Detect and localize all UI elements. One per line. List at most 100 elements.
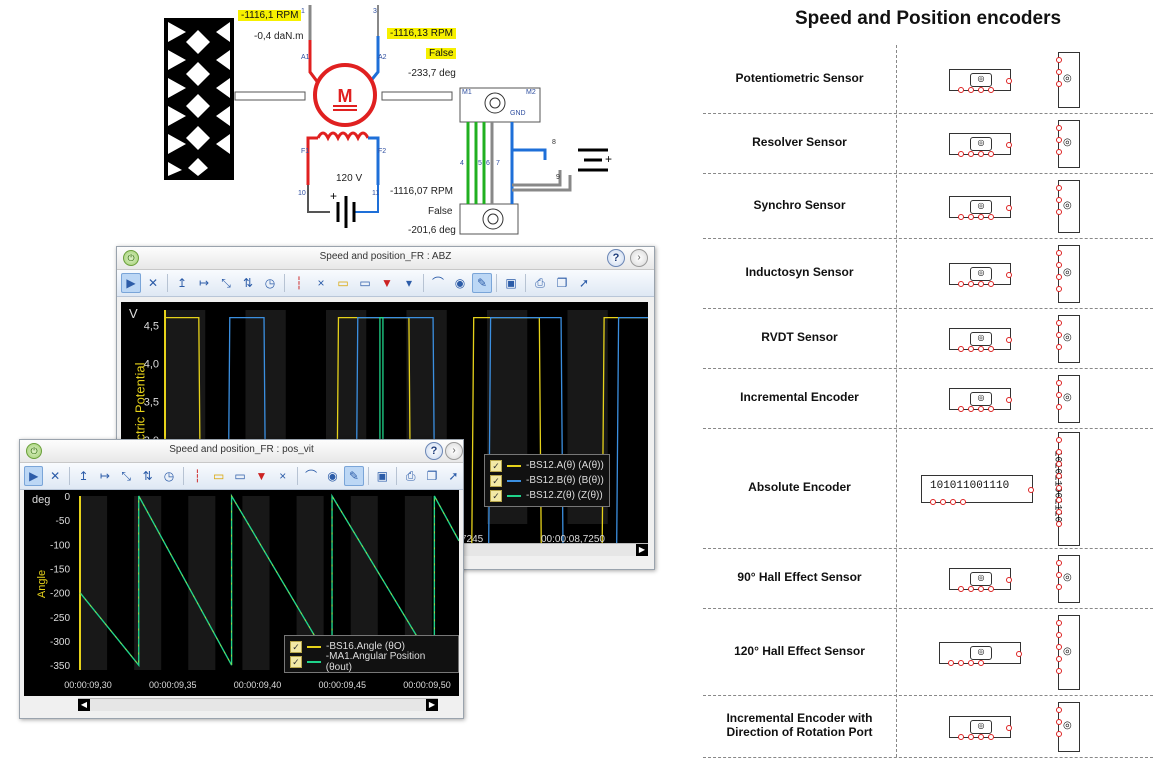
absolute-encoder-vertical-icon[interactable]: 101011001110 [1052, 432, 1080, 546]
port-pin[interactable] [1056, 437, 1062, 443]
cursor-cross-icon[interactable]: ✕ [147, 276, 159, 290]
horizontal-scrollbar[interactable]: ◀ ▶ [78, 698, 438, 711]
absolute-encoder-icon[interactable]: 101011001110 [921, 475, 1034, 505]
next-icon[interactable]: › [630, 249, 648, 267]
checkbox-icon[interactable]: ✓ [290, 640, 302, 653]
synchro-icon[interactable]: ◎ [949, 195, 1012, 220]
zoom-x-icon[interactable]: ↦ [99, 469, 110, 483]
port-pin[interactable] [1056, 404, 1062, 410]
trigger-down-icon[interactable]: ▼ [381, 276, 393, 290]
port-pin[interactable] [1056, 668, 1062, 674]
legend-entry[interactable]: ✓-BS16.Angle (θO) [290, 639, 453, 654]
port-pin[interactable] [1006, 78, 1012, 84]
port-pin[interactable] [1056, 560, 1062, 566]
port-pin[interactable] [1006, 397, 1012, 403]
port-pin[interactable] [978, 87, 984, 93]
port-pin[interactable] [978, 151, 984, 157]
port-pin[interactable] [1056, 344, 1062, 350]
annotation-icon[interactable]: ▭ [213, 469, 225, 483]
port-pin[interactable] [1056, 719, 1062, 725]
legend-entry[interactable]: ✓-BS12.B(θ) (B(θ)) [490, 473, 604, 488]
port-pin[interactable] [1056, 320, 1062, 326]
port-pin[interactable] [958, 659, 964, 666]
checkbox-icon[interactable]: ✓ [490, 489, 502, 502]
hall-90-vertical-icon[interactable]: ◎ [1056, 555, 1080, 603]
port-pin[interactable] [1056, 485, 1062, 491]
port-pin[interactable] [1056, 149, 1062, 155]
scroll-right-icon[interactable]: ▶ [636, 544, 648, 556]
port-pin[interactable] [1016, 650, 1022, 657]
port-pin[interactable] [950, 499, 956, 505]
port-pin[interactable] [1028, 487, 1034, 493]
port-pin[interactable] [1056, 392, 1062, 398]
scroll-right-icon[interactable]: ▶ [426, 699, 438, 711]
port-pin[interactable] [1056, 584, 1062, 590]
port-pin[interactable] [978, 346, 984, 352]
port-pin[interactable] [1056, 262, 1062, 268]
incremental-encoder-vertical-icon[interactable]: ◎ [1056, 375, 1080, 423]
pointer-tool-icon[interactable]: ▶ [24, 466, 44, 486]
resolver-vertical-icon[interactable]: ◎ [1056, 120, 1080, 168]
autoscale-icon[interactable]: ⇅ [142, 469, 153, 483]
port-pin[interactable] [988, 281, 994, 287]
window-titlebar[interactable]: ⏻ Speed and position_FR : pos_vit ? › [20, 440, 463, 463]
checkbox-icon[interactable]: ✓ [490, 459, 502, 472]
power-icon[interactable]: ⏻ [123, 250, 139, 266]
port-pin[interactable] [1056, 521, 1062, 527]
port-pin[interactable] [1056, 632, 1062, 638]
curve-icon[interactable]: ⌒ [431, 276, 444, 290]
port-pin[interactable] [968, 213, 974, 220]
port-pin[interactable] [958, 346, 964, 352]
port-pin[interactable] [1056, 620, 1062, 626]
port-pin[interactable] [1056, 380, 1062, 386]
clock-icon[interactable]: ◷ [264, 276, 276, 290]
help-icon[interactable]: ? [607, 249, 625, 267]
port-pin[interactable] [1056, 197, 1062, 203]
port-pin[interactable] [988, 406, 994, 412]
port-pin[interactable] [1006, 204, 1012, 211]
port-pin[interactable] [1056, 707, 1062, 713]
port-pin[interactable] [1056, 286, 1062, 292]
inductosyn-vertical-icon[interactable]: ◎ [1056, 245, 1080, 303]
checkbox-icon[interactable]: ✓ [490, 474, 502, 487]
port-pin[interactable] [968, 346, 974, 352]
cursor-cross-icon[interactable]: ✕ [50, 469, 61, 483]
rvdt-vertical-icon[interactable]: ◎ [1056, 315, 1080, 363]
port-pin[interactable] [988, 87, 994, 93]
zoom-y-icon[interactable]: ↥ [176, 276, 188, 290]
synchro-vertical-icon[interactable]: ◎ [1056, 180, 1080, 233]
port-pin[interactable] [958, 586, 964, 592]
trigger-remove-icon[interactable]: × [279, 469, 287, 483]
incremental-direction-vertical-icon[interactable]: ◎ [1056, 702, 1080, 752]
port-pin[interactable] [988, 213, 994, 220]
legend-entry[interactable]: ✓-BS12.A(θ) (A(θ)) [490, 458, 604, 473]
port-pin[interactable] [988, 734, 994, 740]
port-pin[interactable] [968, 151, 974, 157]
port-pin[interactable] [968, 281, 974, 287]
checkbox-icon[interactable]: ✓ [290, 655, 302, 668]
zoom-box-icon[interactable]: ⤡ [221, 276, 231, 290]
print-icon[interactable]: ⎙ [405, 469, 416, 483]
port-pin[interactable] [958, 281, 964, 287]
port-pin[interactable] [968, 734, 974, 740]
trigger-remove-icon[interactable]: ▾ [405, 276, 413, 290]
port-pin[interactable] [1056, 497, 1062, 503]
marker-remove-icon[interactable]: × [317, 276, 325, 290]
port-pin[interactable] [978, 659, 984, 666]
port-pin[interactable] [1056, 209, 1062, 215]
port-pin[interactable] [940, 499, 946, 505]
lock-icon[interactable]: ▣ [376, 469, 388, 483]
port-pin[interactable] [1006, 725, 1012, 731]
clock-icon[interactable]: ◷ [163, 469, 175, 483]
port-pin[interactable] [1056, 185, 1062, 191]
hall-120-icon[interactable]: ◎ [939, 641, 1022, 666]
port-pin[interactable] [988, 151, 994, 157]
port-pin[interactable] [968, 87, 974, 93]
port-pin[interactable] [958, 151, 964, 157]
marker-icon[interactable]: ┆ [295, 276, 303, 290]
port-pin[interactable] [978, 734, 984, 740]
port-pin[interactable] [948, 659, 954, 666]
zoom-box-icon[interactable]: ⤡ [121, 469, 132, 483]
port-pin[interactable] [1006, 577, 1012, 583]
zoom-x-icon[interactable]: ↦ [198, 276, 210, 290]
